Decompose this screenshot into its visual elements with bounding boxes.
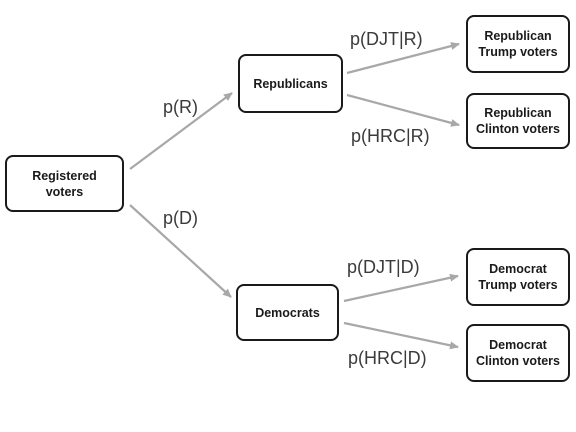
label-p-hrc-d: p(HRC|D) <box>348 348 427 368</box>
node-republican-trump-voters: Republican Trump voters <box>466 15 570 73</box>
label-p-djt-r: p(DJT|R) <box>350 29 423 49</box>
label-p-r: p(R) <box>163 97 198 117</box>
arrow-registered-to-republicans <box>129 92 233 170</box>
arrow-republicans-to-trump <box>346 42 460 75</box>
arrow-democrats-to-trump <box>343 273 459 303</box>
arrow-republicans-to-clinton <box>346 93 460 127</box>
label-p-djt-d: p(DJT|D) <box>347 257 420 277</box>
node-registered-voters: Registered voters <box>5 155 124 212</box>
arrow-democrats-to-clinton <box>343 321 459 350</box>
node-democrat-trump-voters: Democrat Trump voters <box>466 248 570 306</box>
node-republican-clinton-voters: Republican Clinton voters <box>466 93 570 149</box>
label-p-hrc-r: p(HRC|R) <box>351 126 430 146</box>
node-democrat-clinton-voters: Democrat Clinton voters <box>466 324 570 382</box>
label-p-d: p(D) <box>163 208 198 228</box>
node-democrats: Democrats <box>236 284 339 341</box>
arrow-registered-to-democrats <box>129 204 232 298</box>
node-republicans: Republicans <box>238 54 343 113</box>
